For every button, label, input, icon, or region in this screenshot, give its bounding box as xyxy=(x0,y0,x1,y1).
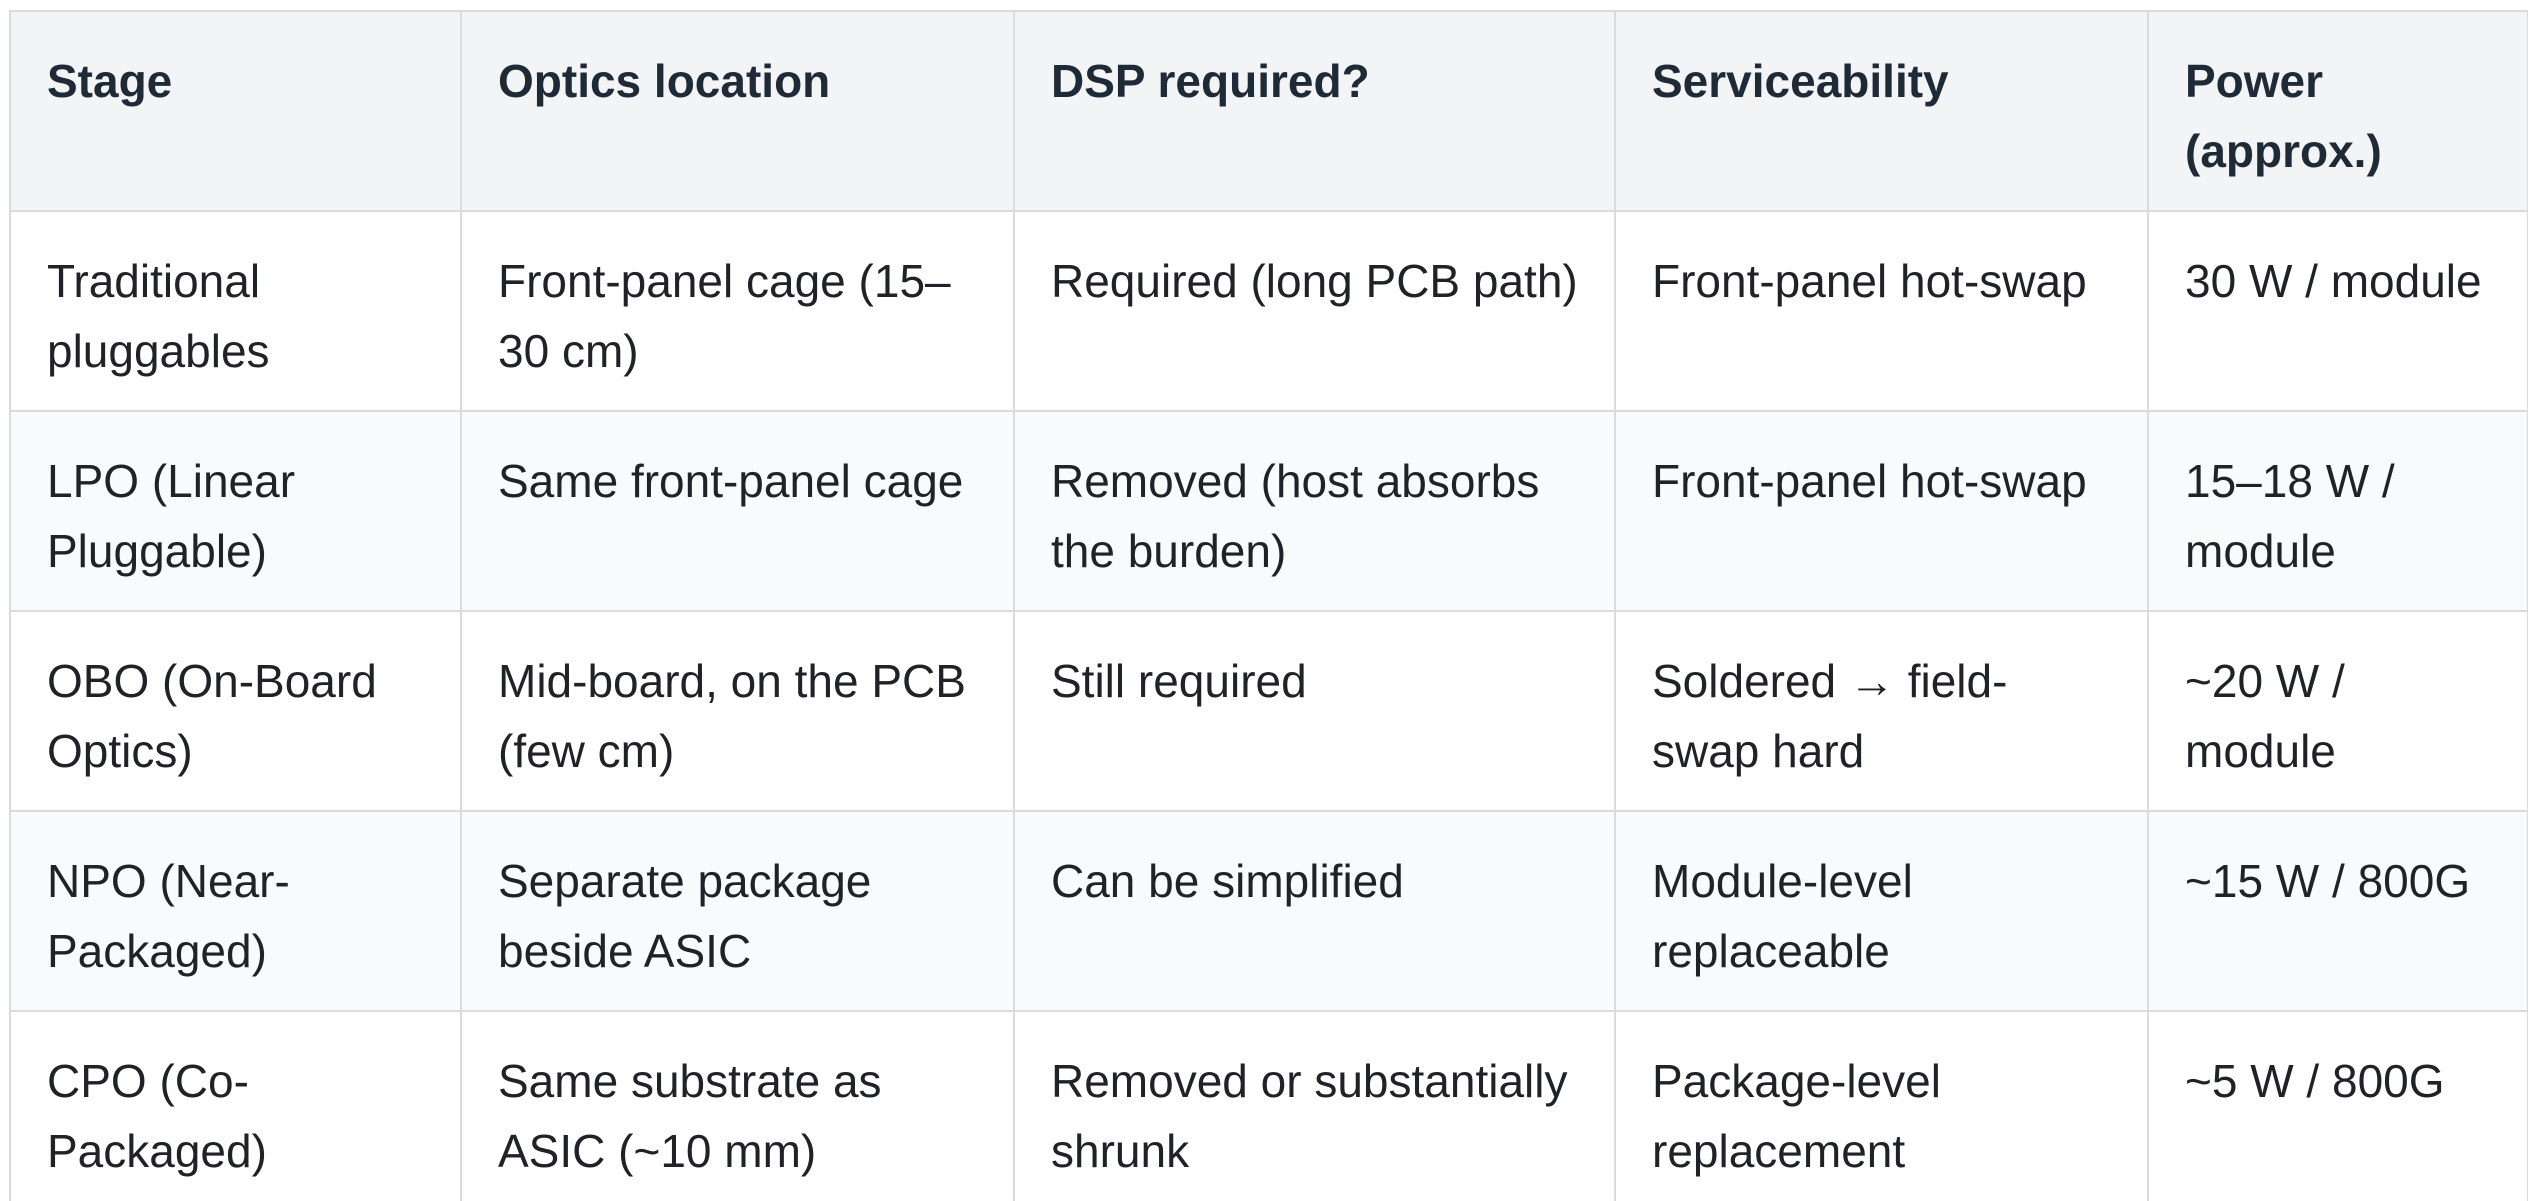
cell-dsp-required: Can be simplified xyxy=(1013,810,1616,1012)
header-row: Stage Optics location DSP required? Serv… xyxy=(9,10,2528,212)
cell-optics-location: Front-panel cage (15–30 cm) xyxy=(460,210,1015,412)
cell-dsp-required: Still required xyxy=(1013,610,1616,812)
cell-power: ~5 W / 800G xyxy=(2147,1010,2528,1201)
table-row: Traditional pluggables Front-panel cage … xyxy=(9,210,2528,412)
header-serviceability: Serviceability xyxy=(1614,10,2149,212)
header-power: Power (approx.) xyxy=(2147,10,2528,212)
cell-serviceability: Soldered → field-swap hard xyxy=(1614,610,2149,812)
cell-stage: CPO (Co-Packaged) xyxy=(9,1010,462,1201)
table-row: OBO (On-Board Optics) Mid-board, on the … xyxy=(9,610,2528,812)
table-row: CPO (Co-Packaged) Same substrate as ASIC… xyxy=(9,1010,2528,1201)
cell-serviceability: Module-level replaceable xyxy=(1614,810,2149,1012)
cell-stage: OBO (On-Board Optics) xyxy=(9,610,462,812)
cell-stage: Traditional pluggables xyxy=(9,210,462,412)
cell-stage: NPO (Near-Packaged) xyxy=(9,810,462,1012)
cell-optics-location: Separate package beside ASIC xyxy=(460,810,1015,1012)
header-dsp-required: DSP required? xyxy=(1013,10,1616,212)
cell-dsp-required: Removed or substantially shrunk xyxy=(1013,1010,1616,1201)
header-stage: Stage xyxy=(9,10,462,212)
cell-serviceability: Package-level replacement xyxy=(1614,1010,2149,1201)
cell-serviceability: Front-panel hot-swap xyxy=(1614,410,2149,612)
cell-power: ~15 W / 800G xyxy=(2147,810,2528,1012)
header-optics-location: Optics location xyxy=(460,10,1015,212)
cell-optics-location: Same substrate as ASIC (~10 mm) xyxy=(460,1010,1015,1201)
cell-stage: LPO (Linear Pluggable) xyxy=(9,410,462,612)
cell-serviceability: Front-panel hot-swap xyxy=(1614,210,2149,412)
cell-optics-location: Same front-panel cage xyxy=(460,410,1015,612)
cell-power: ~20 W / module xyxy=(2147,610,2528,812)
cell-dsp-required: Removed (host absorbs the burden) xyxy=(1013,410,1616,612)
cell-dsp-required: Required (long PCB path) xyxy=(1013,210,1616,412)
table-row: LPO (Linear Pluggable) Same front-panel … xyxy=(9,410,2528,612)
cell-optics-location: Mid-board, on the PCB (few cm) xyxy=(460,610,1015,812)
comparison-table: Stage Optics location DSP required? Serv… xyxy=(9,10,2528,1201)
cell-power: 30 W / module xyxy=(2147,210,2528,412)
cell-power: 15–18 W / module xyxy=(2147,410,2528,612)
table-row: NPO (Near-Packaged) Separate package bes… xyxy=(9,810,2528,1012)
